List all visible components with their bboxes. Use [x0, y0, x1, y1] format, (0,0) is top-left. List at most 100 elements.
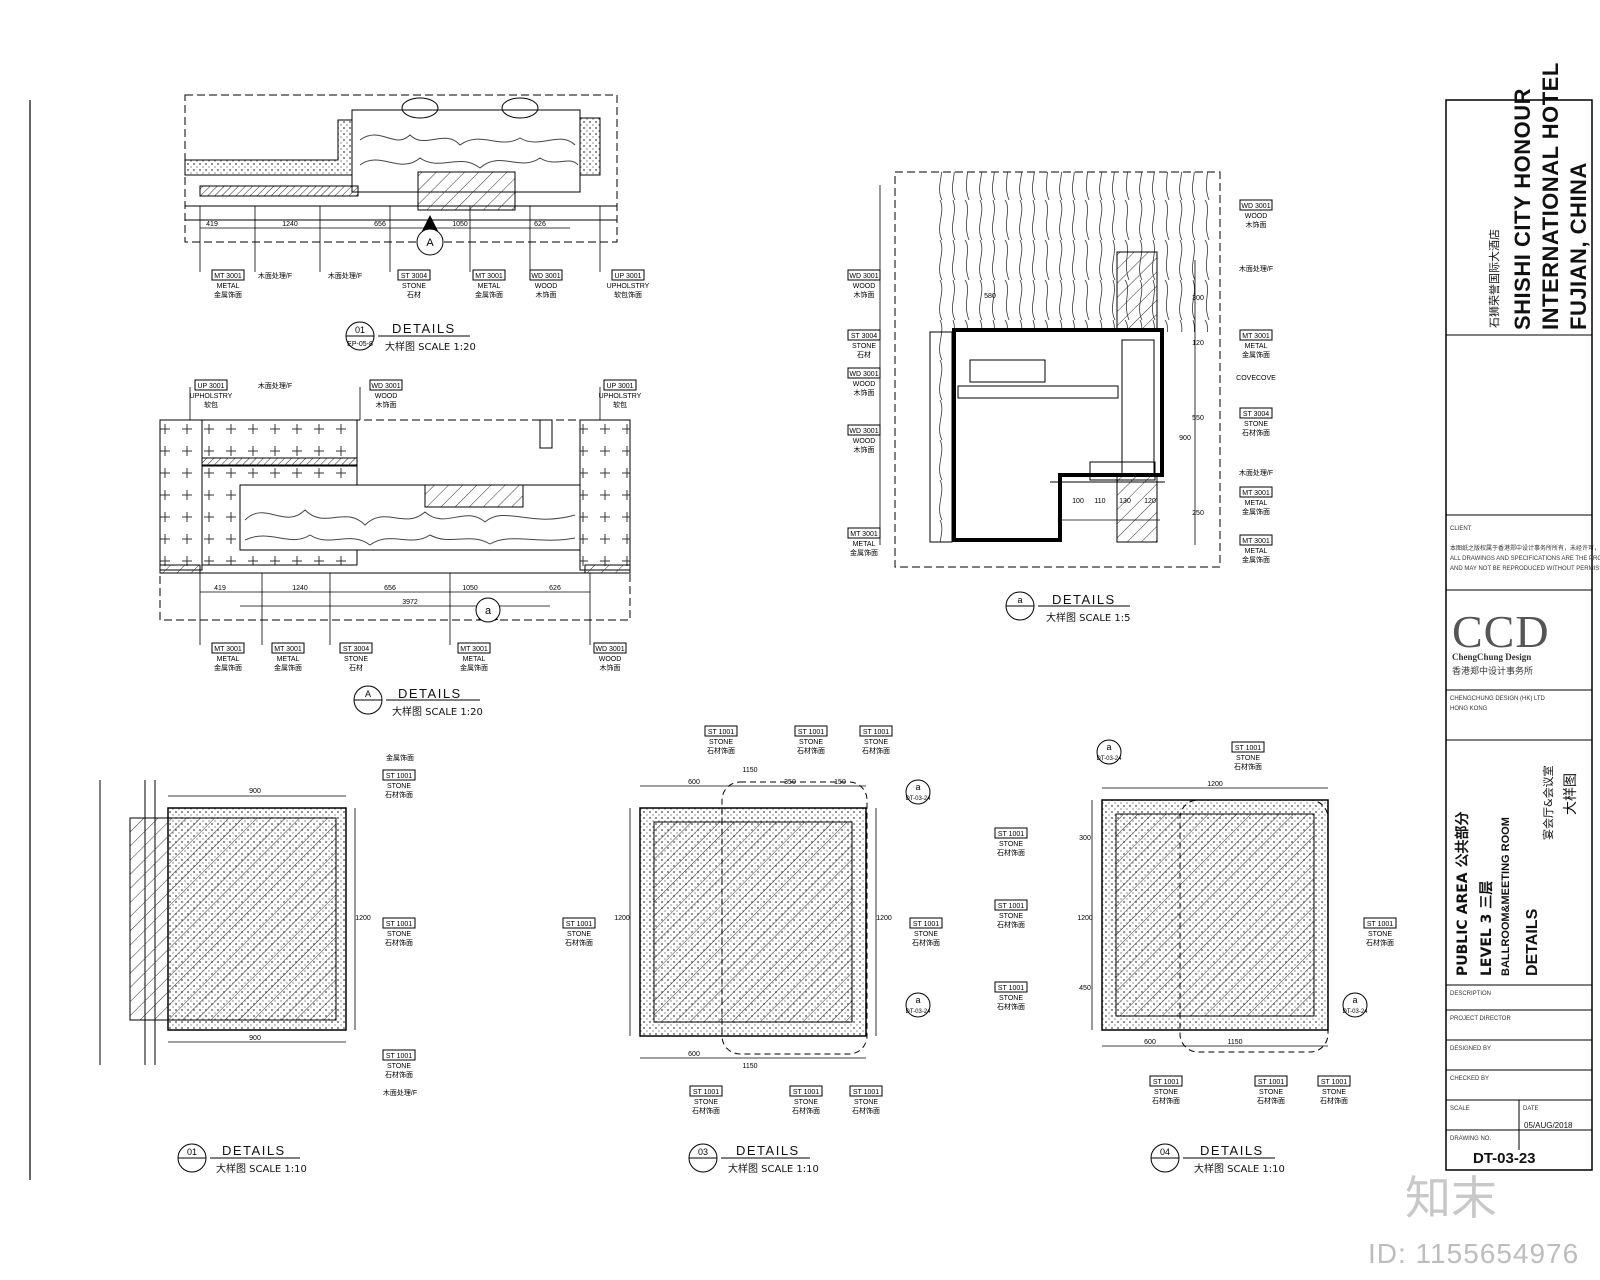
- svg-text:a: a: [915, 782, 920, 792]
- svg-text:石材饰面: 石材饰面: [852, 1106, 880, 1115]
- svg-text:ST 1001: ST 1001: [386, 773, 412, 780]
- svg-text:COVECOVE: COVECOVE: [1236, 375, 1276, 382]
- svg-text:WD 3001: WD 3001: [849, 273, 878, 280]
- detail-scale-c3: 大样图 SCALE 1:10: [728, 1164, 819, 1175]
- svg-text:ST 1001: ST 1001: [1258, 1079, 1284, 1086]
- svg-text:石材饰面: 石材饰面: [385, 938, 413, 947]
- svg-text:金属饰面: 金属饰面: [460, 663, 488, 672]
- svg-text:ST 1001: ST 1001: [863, 729, 889, 736]
- svg-text:本图纸之版权属于香港郑中设计事务所所有，未经许可，不得翻印、: 本图纸之版权属于香港郑中设计事务所所有，未经许可，不得翻印、复制或转授他人。: [1450, 544, 1600, 552]
- svg-text:石材: 石材: [349, 663, 363, 672]
- svg-text:UP 3001: UP 3001: [606, 383, 633, 390]
- svg-text:石材饰面: 石材饰面: [1366, 938, 1394, 947]
- svg-text:DT-03-24: DT-03-24: [1342, 1009, 1368, 1015]
- firm-name-cn: 香港郑中设计事务所: [1452, 667, 1534, 677]
- svg-text:656: 656: [384, 585, 396, 592]
- svg-text:MT 3001: MT 3001: [1242, 538, 1270, 545]
- svg-text:软包饰面: 软包饰面: [614, 290, 642, 299]
- svg-text:MT 3001: MT 3001: [850, 531, 878, 538]
- project-name-line1: SHISHI CITY HONOUR: [1510, 87, 1535, 330]
- detail-title-a: DETAILS: [1052, 592, 1116, 607]
- detail-scale-c4: 大样图 SCALE 1:10: [1194, 1164, 1285, 1175]
- svg-text:WOOD: WOOD: [853, 438, 876, 445]
- svg-text:1150: 1150: [1227, 1039, 1242, 1046]
- svg-text:木饰面: 木饰面: [854, 445, 875, 454]
- svg-text:CHECKED BY: CHECKED BY: [1450, 1076, 1489, 1082]
- svg-text:A: A: [426, 237, 434, 249]
- svg-text:UPHOLSTRY: UPHOLSTRY: [190, 393, 233, 400]
- svg-text:04: 04: [1160, 1147, 1170, 1157]
- svg-text:ST 1001: ST 1001: [998, 903, 1024, 910]
- svg-text:419: 419: [214, 585, 226, 592]
- svg-text:STONE: STONE: [852, 343, 876, 350]
- svg-text:ST 1001: ST 1001: [913, 921, 939, 928]
- svg-text:木饰面: 木饰面: [854, 388, 875, 397]
- svg-text:METAL: METAL: [1245, 343, 1268, 350]
- drawing-area: PUBLIC AREA 公共部分: [1455, 811, 1471, 976]
- tag-mt-1: MT 3001: [214, 273, 242, 280]
- svg-text:UPHOLSTRY: UPHOLSTRY: [607, 283, 650, 290]
- svg-text:STONE: STONE: [1244, 421, 1268, 428]
- svg-text:MT 3001: MT 3001: [460, 646, 488, 653]
- svg-text:WOOD: WOOD: [1245, 213, 1268, 220]
- detail-scale-A: 大样图 SCALE 1:20: [392, 707, 483, 718]
- svg-text:900: 900: [1179, 435, 1191, 442]
- svg-text:a: a: [915, 995, 920, 1005]
- dim-419: 419: [206, 221, 218, 228]
- svg-text:METAL: METAL: [217, 283, 240, 290]
- svg-text:石材饰面: 石材饰面: [692, 1106, 720, 1115]
- svg-text:DRAWING NO.: DRAWING NO.: [1450, 1136, 1491, 1142]
- svg-text:350: 350: [784, 779, 796, 786]
- svg-text:DESIGNED BY: DESIGNED BY: [1450, 1046, 1491, 1052]
- svg-text:石材饰面: 石材饰面: [1234, 762, 1262, 771]
- project-name-line3: FUJIAN, CHINA: [1566, 162, 1591, 330]
- svg-text:METAL: METAL: [463, 656, 486, 663]
- svg-text:MT 3001: MT 3001: [1242, 333, 1270, 340]
- svg-text:600: 600: [1144, 1039, 1156, 1046]
- svg-text:1240: 1240: [282, 221, 298, 228]
- svg-text:STONE: STONE: [387, 931, 411, 938]
- detail-title-c3: DETAILS: [736, 1143, 800, 1158]
- svg-text:600: 600: [688, 1051, 700, 1058]
- svg-text:150: 150: [834, 779, 846, 786]
- project-name-cn: 石狮荣誉国际大酒店: [1488, 229, 1501, 328]
- svg-text:WOOD: WOOD: [599, 656, 622, 663]
- svg-text:3972: 3972: [402, 599, 418, 606]
- watermark-id: ID: 1155654976: [1368, 1238, 1580, 1269]
- svg-text:656: 656: [374, 221, 386, 228]
- svg-text:STONE: STONE: [567, 931, 591, 938]
- svg-text:WD 3001: WD 3001: [849, 428, 878, 435]
- svg-text:石材饰面: 石材饰面: [385, 790, 413, 799]
- svg-text:木饰面: 木饰面: [536, 290, 557, 299]
- svg-text:1200: 1200: [1207, 781, 1223, 788]
- svg-text:03: 03: [698, 1147, 708, 1157]
- svg-text:石材: 石材: [407, 290, 421, 299]
- svg-text:550: 550: [1192, 415, 1204, 422]
- drawing-date: 05/AUG/2018: [1524, 1121, 1573, 1130]
- svg-text:石材饰面: 石材饰面: [792, 1106, 820, 1115]
- svg-text:木面处理/F: 木面处理/F: [383, 1088, 417, 1097]
- svg-text:METAL: METAL: [478, 283, 501, 290]
- svg-text:ST 3004: ST 3004: [851, 333, 877, 340]
- svg-text:ST 1001: ST 1001: [693, 1089, 719, 1096]
- svg-text:450: 450: [1079, 985, 1091, 992]
- svg-text:900: 900: [249, 1035, 261, 1042]
- svg-text:METAL: METAL: [1245, 548, 1268, 555]
- drawing-room-cn: 宴会厅&会议室: [1542, 765, 1555, 840]
- svg-text:DESCRIPTION: DESCRIPTION: [1450, 991, 1491, 997]
- svg-text:130: 130: [1119, 498, 1131, 505]
- svg-text:DT-03-24: DT-03-24: [905, 796, 931, 802]
- svg-text:金属饰面: 金属饰面: [1242, 350, 1270, 359]
- svg-text:STONE: STONE: [914, 931, 938, 938]
- svg-text:ST 1001: ST 1001: [793, 1089, 819, 1096]
- svg-text:石材饰面: 石材饰面: [797, 746, 825, 755]
- svg-text:WD 3001: WD 3001: [371, 383, 400, 390]
- svg-text:110: 110: [1094, 498, 1105, 505]
- svg-text:1150: 1150: [742, 1063, 757, 1070]
- detail-01-section: 419 1240 656 1050 626 A MT 3001 METAL金属饰…: [184, 94, 650, 351]
- svg-text:石材饰面: 石材饰面: [1242, 428, 1270, 437]
- svg-text:STONE: STONE: [387, 1063, 411, 1070]
